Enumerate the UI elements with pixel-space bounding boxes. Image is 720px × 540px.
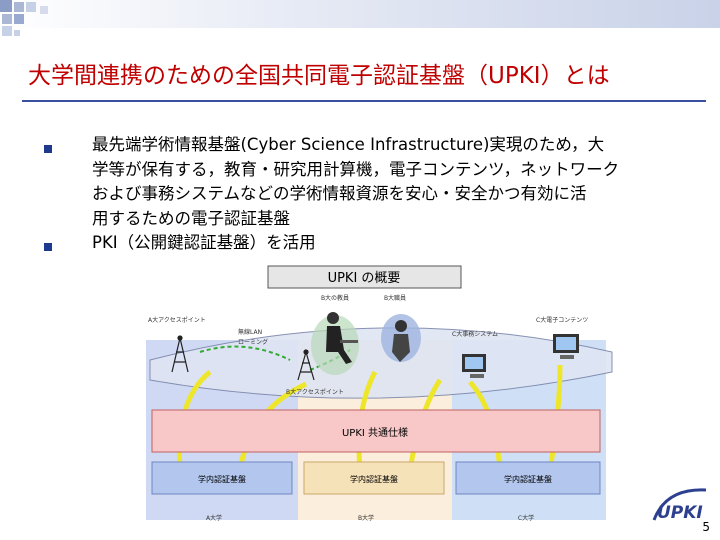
upki-logo: UPKI [652,488,707,523]
campus-auth-label: 学内認証基盤 [350,474,398,484]
corner-square [14,2,24,12]
diagram-heading: UPKI の概要 [328,271,401,286]
common-spec-bar [151,409,601,453]
bullet-text: 最先端学術情報基盤(Cyber Science Infrastructure)実… [92,133,619,231]
corner-square [2,26,12,36]
diagram-heading-box [267,265,462,289]
corner-square [0,0,12,12]
admin-system-label: C大事務システム [452,330,498,338]
computer-icon [462,354,486,378]
university-label: B大学 [358,514,374,522]
university-label: A大学 [206,514,222,522]
common-spec-label: UPKI 共通仕様 [342,426,408,439]
corner-square [26,2,36,12]
antenna-icon [297,349,315,381]
university-label: C大学 [518,514,534,522]
bullet-line: PKI（公開鍵認証基盤）を活用 [92,233,316,252]
campus-auth-label: 学内認証基盤 [504,474,552,484]
corner-square [40,6,48,14]
corner-square [14,30,20,36]
page-number: 5 [702,520,710,534]
logo-text: UPKI [657,503,703,523]
wireless-link [199,345,291,361]
campus-auth-label: 学内認証基盤 [198,474,246,484]
staff-icon [381,314,421,362]
bullet-marker [44,243,52,251]
antenna-icon [171,335,189,373]
campus-auth-box [455,461,601,495]
teacher-label: B大の教員 [321,294,349,302]
corner-square [2,14,12,24]
teacher-icon [311,312,359,375]
title-underline [22,100,706,102]
bullet-line: および事務システムなどの学術情報資源を安心・安全かつ有効に活 [92,184,587,203]
roaming-label: ローミング [238,338,268,346]
corner-square [14,14,24,24]
bullet-marker [44,145,52,153]
bullet-line: 用するための電子認証基盤 [92,208,290,228]
header-band [0,0,720,28]
staff-label: B大職員 [384,294,406,302]
computer-icon [553,334,579,359]
bullet-line: 学等が保有する，教育・研究用計算機，電子コンテンツ，ネットワーク [92,159,620,179]
page-title: 大学間連携のための全国共同電子認証基盤（UPKI）とは [28,63,610,89]
e-contents-label: C大電子コンテンツ [536,316,588,324]
access-point-b-label: B大アクセスポイント [286,388,344,396]
bullet-text: PKI（公開鍵認証基盤）を活用 [92,231,316,256]
campus-auth-box [303,461,445,495]
bullet-line: 最先端学術情報基盤(Cyber Science Infrastructure)実… [92,135,605,154]
access-point-a-label: A大アクセスポイント [148,316,206,324]
wireless-lan-label: 無線LAN [238,328,262,336]
campus-auth-box [151,461,293,495]
